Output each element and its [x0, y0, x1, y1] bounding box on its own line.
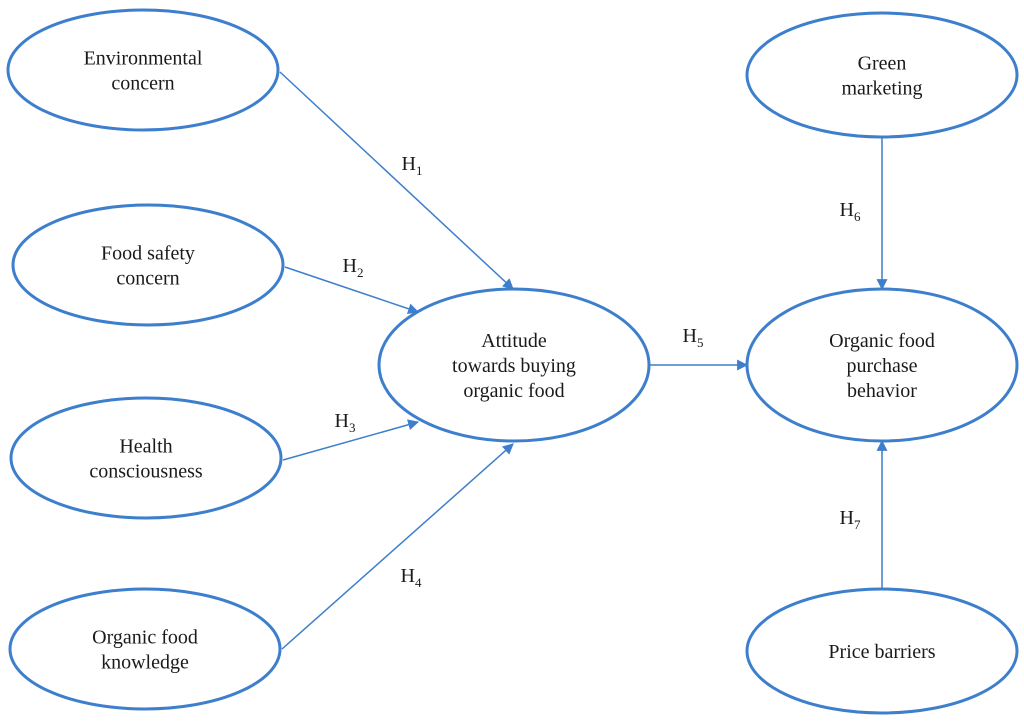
- node-purchase-behavior: Organic food purchase behavior: [745, 287, 1019, 443]
- node-label-line: Organic food: [92, 627, 198, 649]
- hypothesis-label-h4: H4: [401, 565, 422, 590]
- ellipse-shape: [9, 396, 283, 520]
- arrow-organic_food_knowledge-to-attitude: [281, 443, 514, 650]
- node-attitude: Attitude towards buying organic food: [377, 287, 651, 443]
- ellipse-shape: [745, 287, 1019, 443]
- node-green-marketing: Green marketing: [745, 11, 1019, 139]
- ellipse-shape: [6, 8, 280, 132]
- ellipse-shape: [745, 11, 1019, 139]
- ellipse-shape: [745, 587, 1019, 715]
- node-label-line: Price barriers: [828, 641, 935, 663]
- node-label-line: organic food: [463, 380, 564, 402]
- ellipse-shape: [11, 203, 285, 327]
- ellipse-shape: [377, 287, 651, 443]
- arrow-health_consciousness-to-attitude: [282, 419, 420, 461]
- node-label-line: marketing: [841, 78, 922, 100]
- hypothesis-label-h2: H2: [343, 255, 364, 280]
- node-environmental-concern: Environmental concern: [6, 8, 280, 132]
- node-price-barriers: Price barriers: [745, 587, 1019, 715]
- hypothesis-label-h5: H5: [683, 325, 704, 350]
- node-organic-food-knowledge: Organic food knowledge: [8, 587, 282, 711]
- node-label-line: consciousness: [89, 461, 203, 483]
- node-label-line: towards buying: [452, 355, 576, 377]
- ellipse-shape: [8, 587, 282, 711]
- node-label-line: behavior: [847, 380, 917, 402]
- node-label-line: concern: [116, 268, 179, 290]
- arrow-environmental_concern-to-attitude: [279, 71, 514, 290]
- hypothesis-label-h3: H3: [335, 410, 356, 435]
- hypothesis-label-h7: H7: [840, 507, 861, 532]
- node-label-line: Health: [119, 436, 172, 458]
- node-health-consciousness: Health consciousness: [9, 396, 283, 520]
- node-label-line: purchase: [846, 355, 917, 377]
- node-label-line: Organic food: [829, 330, 935, 352]
- node-label-line: knowledge: [101, 652, 189, 674]
- node-food-safety-concern: Food safety concern: [11, 203, 285, 327]
- node-label-line: Environmental: [84, 48, 203, 70]
- hypothesis-label-h6: H6: [840, 199, 861, 224]
- arrow-food_safety_concern-to-attitude: [284, 266, 420, 315]
- node-label-line: Food safety: [101, 243, 195, 265]
- node-label-line: Green: [858, 53, 907, 75]
- node-label-line: Attitude: [481, 330, 547, 352]
- node-label-line: concern: [111, 73, 174, 95]
- hypothesis-label-h1: H1: [402, 153, 423, 178]
